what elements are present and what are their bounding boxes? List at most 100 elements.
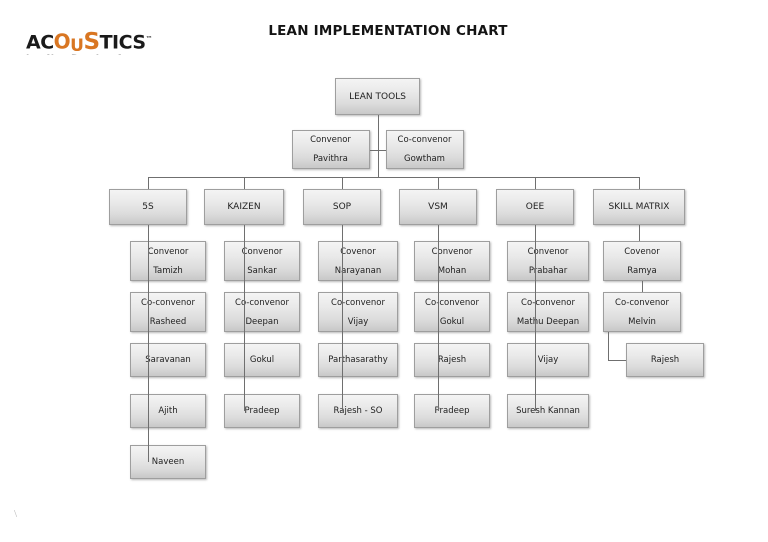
root-node-lean-tools[interactable]: LEAN TOOLS xyxy=(335,78,420,115)
node-name: Suresh Kannan xyxy=(516,406,580,416)
connector-line xyxy=(608,332,609,360)
node-kaizen-3[interactable]: Gokul xyxy=(224,343,300,377)
node-name: Rajesh xyxy=(650,355,680,365)
connector-line xyxy=(369,149,378,151)
node-role: Convenor xyxy=(527,246,569,257)
connector-line xyxy=(148,225,149,462)
node-name: KAIZEN xyxy=(227,202,261,212)
connector-line xyxy=(148,177,149,189)
connector-line xyxy=(642,281,643,292)
node-name: Mohan xyxy=(437,265,467,276)
node-name: Pradeep xyxy=(244,406,280,416)
node-name: Naveen xyxy=(151,457,185,467)
node-sop-3[interactable]: Parthasarathy xyxy=(318,343,398,377)
connector-line xyxy=(378,149,386,151)
node-sop-4[interactable]: Rajesh - SO xyxy=(318,394,398,428)
node-name: Tamizh xyxy=(153,265,183,276)
connector-line xyxy=(378,115,379,177)
connector-line xyxy=(535,225,536,411)
node-name: Sankar xyxy=(247,265,277,276)
node-name: Rajesh - SO xyxy=(333,406,383,416)
node-name: Narayanan xyxy=(334,265,382,276)
node-name: Ajith xyxy=(158,406,178,416)
node-oee-4[interactable]: Suresh Kannan xyxy=(507,394,589,428)
column-header-vsm[interactable]: VSM xyxy=(399,189,477,225)
node-name: Deepan xyxy=(245,316,279,327)
connector-line xyxy=(342,225,343,411)
node-role: Covenor xyxy=(624,246,660,257)
node-vsm-4[interactable]: Pradeep xyxy=(414,394,490,428)
node-role: Convenor xyxy=(241,246,283,257)
node-skill-matrix-3[interactable]: Rajesh xyxy=(626,343,704,377)
node-name: Rajesh xyxy=(437,355,467,365)
node-name: Ramya xyxy=(627,265,657,276)
node-name: Mathu Deepan xyxy=(516,316,580,327)
connector-line xyxy=(438,225,439,411)
column-header-kaizen[interactable]: KAIZEN xyxy=(204,189,284,225)
trademark-icon: ™ xyxy=(145,35,153,43)
node-kaizen-4[interactable]: Pradeep xyxy=(224,394,300,428)
connector-line xyxy=(535,177,536,189)
node-name: Melvin xyxy=(628,316,656,327)
node-5s-3[interactable]: Saravanan xyxy=(130,343,206,377)
node-name: Vijay xyxy=(537,355,559,365)
logo-wordmark: ACOUSTICS™ xyxy=(26,29,153,57)
node-name: Gokul xyxy=(249,355,275,365)
column-header-5s[interactable]: 5S xyxy=(109,189,187,225)
connector-line xyxy=(608,360,626,361)
connector-line xyxy=(244,225,245,411)
node-role: Convenor xyxy=(310,135,351,145)
footer-mark: \ xyxy=(14,508,18,520)
node-name: 5S xyxy=(142,202,154,212)
node-name: Prabahar xyxy=(528,265,568,276)
node-name: Rasheed xyxy=(149,316,187,327)
node-role: Co-convenor xyxy=(615,297,669,308)
logo-letter-u: U xyxy=(70,36,84,57)
connector-line xyxy=(438,177,439,189)
node-role: Convenor xyxy=(147,246,189,257)
node-oee-3[interactable]: Vijay xyxy=(507,343,589,377)
node-name: LEAN TOOLS xyxy=(349,91,406,102)
node-name: Parthasarathy xyxy=(328,355,388,365)
column-header-oee[interactable]: OEE xyxy=(496,189,574,225)
node-name: Gokul xyxy=(439,316,465,327)
node-5s-4[interactable]: Ajith xyxy=(130,394,206,428)
node-name: Saravanan xyxy=(145,355,191,365)
node-5s-5[interactable]: Naveen xyxy=(130,445,206,479)
node-role: Convenor xyxy=(431,246,473,257)
node-vsm-3[interactable]: Rajesh xyxy=(414,343,490,377)
column-header-sop[interactable]: SOP xyxy=(303,189,381,225)
node-name: Pradeep xyxy=(434,406,470,416)
connector-line xyxy=(342,177,343,189)
logo-text-tics: TICS xyxy=(99,31,147,54)
node-name: Pavithra xyxy=(313,154,348,164)
logo-letter-s: S xyxy=(83,29,100,56)
node-name: OEE xyxy=(525,202,545,212)
node-name: SOP xyxy=(332,202,352,212)
node-name: SKILL MATRIX xyxy=(608,202,670,212)
page-title: LEAN IMPLEMENTATION CHART xyxy=(268,23,508,39)
connector-line xyxy=(244,177,245,189)
node-role: Co-convenor xyxy=(521,297,575,308)
connector-line xyxy=(639,225,640,241)
column-header-skill-matrix[interactable]: SKILL MATRIX xyxy=(593,189,685,225)
node-role: Co-convenor xyxy=(425,297,479,308)
node-role: Co-convenor xyxy=(331,297,385,308)
logo-text-ac: AC xyxy=(26,31,54,54)
node-name: Vijay xyxy=(347,316,369,327)
